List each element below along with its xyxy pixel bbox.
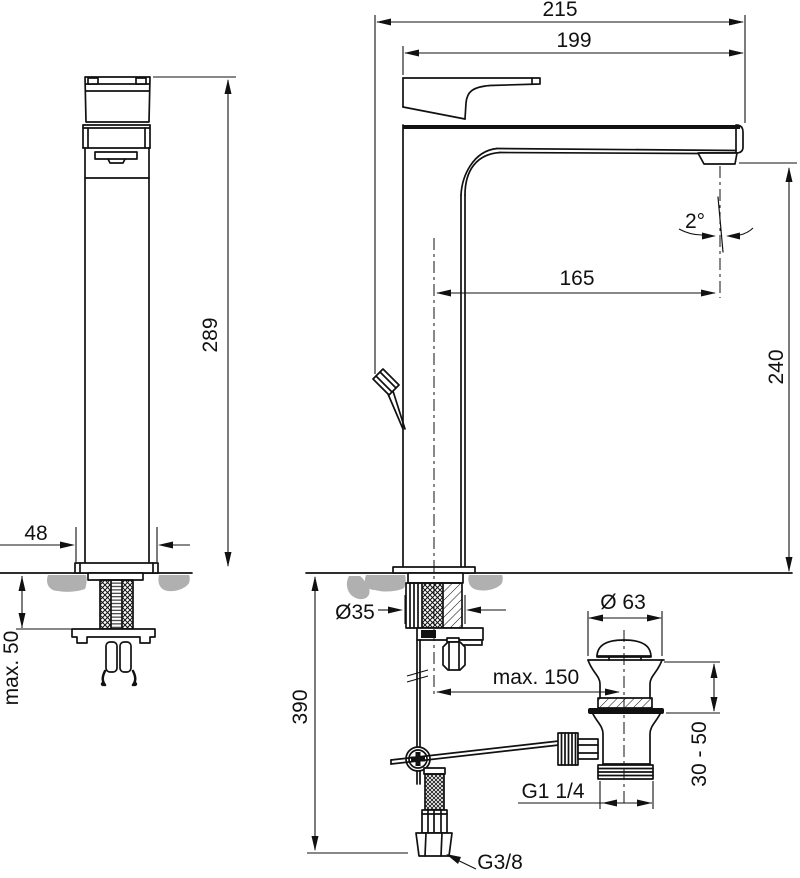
dim-spout-depth-label: 199 [556,29,591,52]
side-view-faucet [372,77,744,857]
supply-hex-nut [415,832,453,857]
handle-front [84,76,151,123]
dim-spout-depth: 199 [402,29,744,75]
indicator-window [94,151,138,160]
dim-waste-diameter: Ø 63 [587,591,663,656]
centerlines [433,166,724,806]
dim-waste-deck-range: 30 - 50 [664,661,720,787]
dim-waste-diameter-label: Ø 63 [600,591,646,614]
dim-waste-thread: G1 1/4 [518,780,654,809]
dim-hole-diameter: Ø35 [335,595,506,624]
mounting-nut-front [71,628,156,644]
dim-supply-thread: G3/8 [446,851,523,874]
spout-outlet [697,152,738,165]
dim-total-height: 289 [153,76,236,567]
dim-overall-depth: 215 [374,0,746,374]
lever-handle-side [402,77,541,120]
dim-hole-diameter-label: Ø35 [335,601,375,624]
dim-rod-reach-max: max. 150 [436,666,620,696]
dim-spout-angle-label: 2° [685,210,705,233]
dim-hose-length-label: 390 [289,689,312,724]
front-view-faucet [71,76,159,687]
dim-supply-thread-label: G3/8 [477,851,523,874]
dim-body-width-label: 48 [24,522,47,545]
counter-material-blob [364,575,406,592]
dim-outlet-height-label: 240 [765,349,788,384]
counter-material-blob [158,575,190,592]
popup-waste-assembly [557,639,665,780]
counter-material-blob [346,576,370,600]
dim-waste-thread-label: G1 1/4 [521,780,584,803]
dim-total-height-label: 289 [199,317,222,352]
base-flange-front [74,562,159,574]
dim-rod-reach-label: max. 150 [493,666,579,689]
rod-hex-fitting [442,641,466,671]
dim-spout-reach-label: 165 [559,267,594,290]
dim-outlet-height: 240 [739,162,797,572]
counter-material-blob [47,575,87,592]
dim-spout-angle: 2° [678,210,754,240]
side-counter-section [305,572,793,600]
dim-deck-thickness-max: max. 50 [0,576,90,705]
dim-body-width: 48 [0,522,190,562]
dim-hose-length: 390 [289,576,408,854]
dim-waste-deck-range-label: 30 - 50 [688,721,711,786]
dim-spout-reach: 165 [436,267,716,297]
pull-rod-knob [372,368,400,396]
counter-material-blob [468,575,503,591]
dim-overall-depth-label: 215 [542,0,577,21]
dim-deck-thickness-label: max. 50 [0,631,23,706]
